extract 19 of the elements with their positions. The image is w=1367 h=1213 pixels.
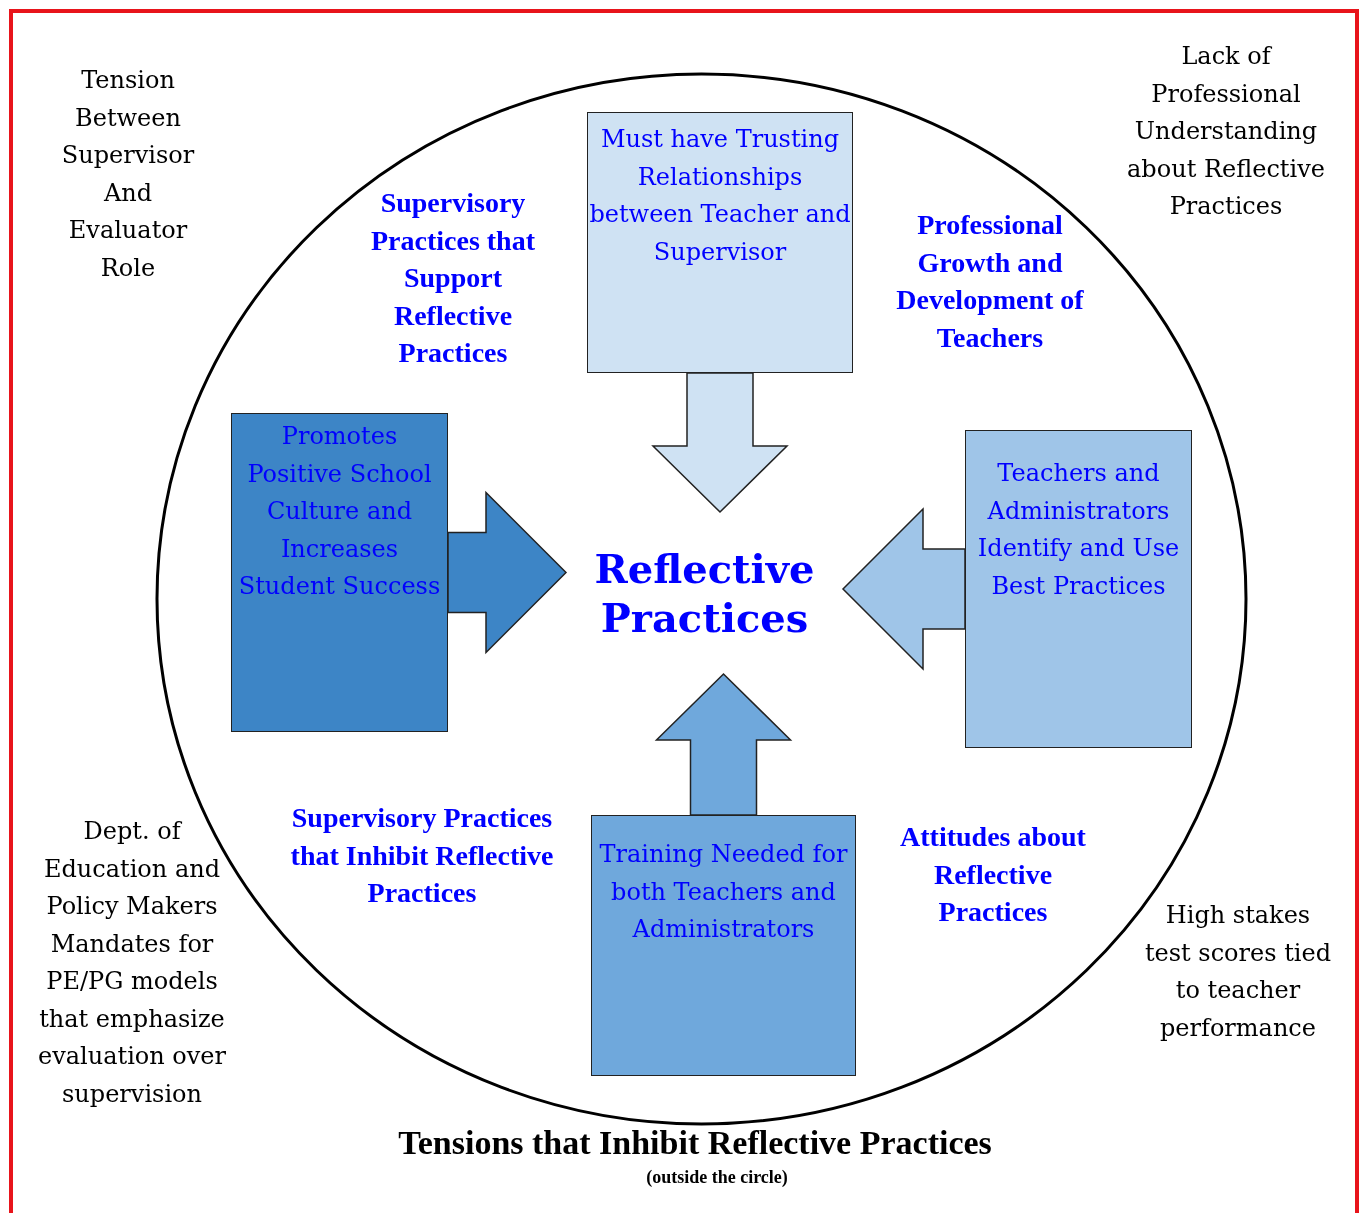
topic-heading: Supervisory Practices that Support Reflective Practices xyxy=(369,186,536,370)
callout-box: Promotes Positive School Culture and Increases Student Success xyxy=(231,413,448,732)
topic-heading: Professional Growth and Development of Teachers xyxy=(895,208,1085,355)
callout-box: Teachers and Administrators Identify and Use Best Practices xyxy=(965,430,1192,748)
topic-heading: Attitudes about Reflective Practices xyxy=(899,820,1087,929)
title: Tensions that Inhibit Reflective Practices xyxy=(397,1123,993,1163)
caption: (outside the circle) xyxy=(645,1166,789,1189)
center-heading: Reflective Practices xyxy=(566,512,843,674)
tension-note: Dept. of Education and Policy Makers Mandates for PE/PG models that emphasize evaluation over supervision xyxy=(36,816,228,1110)
callout-box: Training Needed for both Teachers and Administrators xyxy=(591,815,856,1076)
topic-heading: Supervisory Practices that Inhibit Reflective Practices xyxy=(289,801,555,910)
block-arrow xyxy=(654,672,793,816)
tension-note: Lack of Professional Understanding about Reflective Practices xyxy=(1126,41,1326,222)
callout-box: Must have Trusting Relationships between Teacher and Supervisor xyxy=(587,112,853,373)
block-arrow xyxy=(447,490,568,655)
block-arrow xyxy=(651,372,789,514)
tension-note: Tension Between Supervisor And Evaluator Role xyxy=(60,65,196,284)
block-arrow xyxy=(841,507,966,671)
tension-note: High stakes test scores tied to teacher performance xyxy=(1143,900,1333,1044)
